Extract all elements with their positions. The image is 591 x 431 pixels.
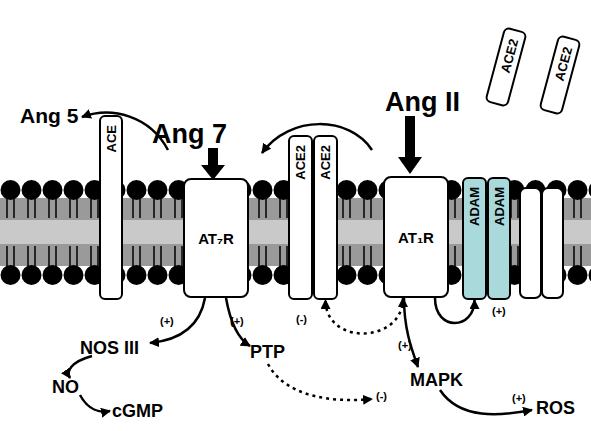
node-text: AT₁R <box>398 229 434 246</box>
binding-arrow <box>398 157 422 174</box>
effect-sign: (-) <box>376 391 387 402</box>
protease-box: ADAM <box>487 177 511 300</box>
node-text: ADAM <box>492 187 507 226</box>
receptor-box: AT₇R <box>183 178 249 298</box>
node-text: ADAM <box>467 187 482 226</box>
enzyme-label: NOS III <box>80 339 139 357</box>
inhibition-connector <box>326 298 404 334</box>
protease-box: ADAM <box>462 177 487 300</box>
effect-sign: (+) <box>230 316 244 327</box>
receptor-box: AT₁R <box>383 176 449 298</box>
molecule-label: cGMP <box>112 402 163 420</box>
kinase-label: MAPK <box>410 371 463 389</box>
enzyme-box: ACE <box>99 115 123 300</box>
signal-arrow <box>150 298 205 343</box>
molecule-label: NO <box>52 378 79 396</box>
signal-arrow <box>80 395 110 412</box>
enzyme-box: ACE2 <box>313 135 338 300</box>
peptide-label: Ang II <box>385 89 460 116</box>
binding-arrow <box>405 116 415 158</box>
binding-arrow <box>208 148 218 166</box>
molecule-label: ROS <box>536 399 575 417</box>
signal-arrow <box>226 298 250 346</box>
node-text: AT₇R <box>198 230 234 247</box>
effect-sign: (-) <box>296 314 307 325</box>
node-text: ACE <box>104 125 119 152</box>
enzyme-box: ACE2 <box>288 135 313 300</box>
soluble-enzyme-box: ACE2 <box>484 26 527 108</box>
node-text: ACE2 <box>293 145 308 180</box>
effect-sign: (+) <box>398 340 412 351</box>
activation-connector <box>435 298 475 323</box>
enzyme-label: PTP <box>250 343 285 361</box>
inhibition-arrow <box>268 364 372 400</box>
effect-sign: (+) <box>160 316 174 327</box>
blank-protein <box>520 188 541 298</box>
signal-arrow <box>440 390 532 414</box>
peptide-label: Ang 5 <box>20 105 78 126</box>
soluble-enzyme-box: ACE2 <box>538 34 581 116</box>
signal-arrow <box>69 356 92 378</box>
effect-sign: (+) <box>492 306 506 317</box>
peptide-label: Ang 7 <box>152 121 227 148</box>
node-text: ACE2 <box>497 37 520 74</box>
signal-arrow <box>404 298 418 367</box>
effect-sign: (+) <box>512 393 526 404</box>
node-text: ACE2 <box>318 145 333 180</box>
blank-protein <box>542 188 563 298</box>
node-text: ACE2 <box>551 45 574 82</box>
